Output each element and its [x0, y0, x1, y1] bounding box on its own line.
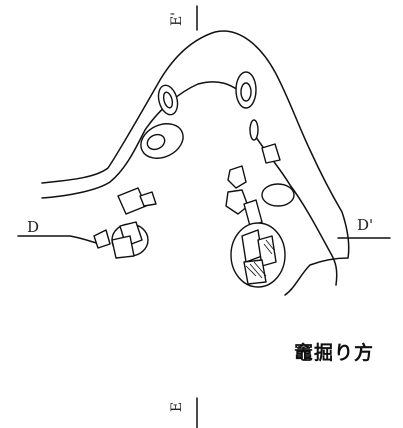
- stone-14: [94, 230, 110, 248]
- stone-6: [228, 166, 246, 188]
- stone-8: [226, 190, 248, 214]
- label-e-prime: E': [170, 12, 184, 26]
- stone-5: [262, 144, 280, 163]
- stone-7: [262, 184, 294, 206]
- stone-4: [250, 120, 258, 140]
- stone-9: [244, 200, 262, 226]
- pit-outline-inner: [42, 82, 238, 198]
- label-d: D: [27, 220, 39, 235]
- figure-caption: 竈掘り方: [294, 338, 374, 365]
- label-d-prime: D': [357, 218, 373, 233]
- pit-outline-outer: [42, 31, 349, 295]
- label-e: E: [170, 402, 184, 412]
- d-section-line: [18, 236, 100, 244]
